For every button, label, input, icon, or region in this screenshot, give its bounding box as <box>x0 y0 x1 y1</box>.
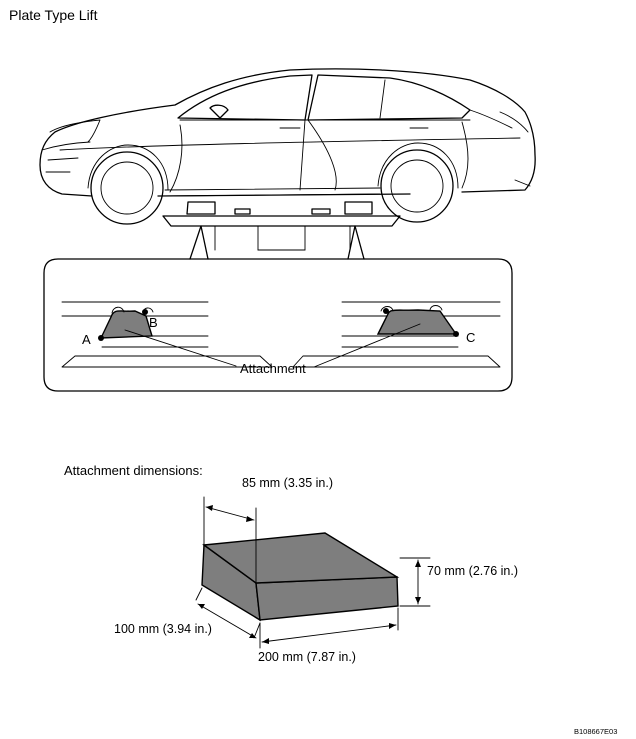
figure-code: B108667E03 <box>574 727 617 736</box>
attachment-detail-box: A B C Attachment <box>43 258 513 392</box>
attachment-label: Attachment <box>240 361 306 376</box>
dimensions-heading: Attachment dimensions: <box>64 463 203 478</box>
label-c: C <box>466 330 475 345</box>
point-c-marker <box>453 331 459 337</box>
lift-plate <box>162 201 401 260</box>
dim-100mm: 100 mm (3.94 in.) <box>114 622 212 636</box>
label-b: B <box>149 315 158 330</box>
point-a-marker <box>98 335 104 341</box>
dim-200mm: 200 mm (7.87 in.) <box>258 650 356 664</box>
dim-85mm: 85 mm (3.35 in.) <box>242 476 333 490</box>
point-b-marker <box>142 309 148 315</box>
attachment-block-drawing: 85 mm (3.35 in.) 70 mm (2.76 in.) 100 mm… <box>114 476 518 664</box>
car-illustration <box>39 68 536 225</box>
page-title: Plate Type Lift <box>9 7 98 23</box>
label-a: A <box>82 332 91 347</box>
dim-70mm: 70 mm (2.76 in.) <box>427 564 518 578</box>
point-b2-marker <box>383 308 389 314</box>
